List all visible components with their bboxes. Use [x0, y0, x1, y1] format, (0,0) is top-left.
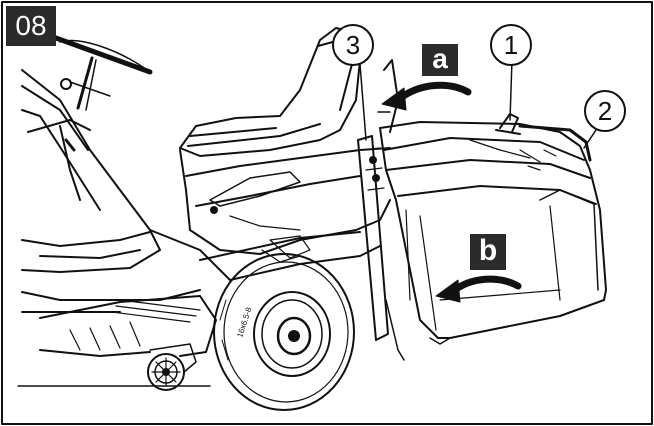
wheel-size-label: 16x6.5-8 [235, 306, 253, 339]
callout-3: 3 [332, 24, 374, 66]
collector-handle [495, 113, 521, 135]
latch-bracket [357, 135, 405, 361]
rotation-arrow-a [381, 81, 472, 111]
leader-line-1 [509, 59, 513, 121]
leader-line-3 [359, 63, 367, 141]
rotation-arrow-b [435, 275, 522, 303]
front-caster-wheel [147, 343, 197, 391]
arrow-label-b: b [470, 234, 506, 270]
side-frame [149, 147, 391, 281]
rear-wheel [213, 253, 355, 411]
mower-deck [39, 295, 217, 357]
callout-2: 2 [584, 90, 626, 132]
grass-collector [379, 121, 607, 345]
front-body [21, 69, 201, 313]
callout-1: 1 [490, 24, 532, 66]
arrow-label-a: a [422, 44, 458, 76]
steering-wheel [53, 35, 153, 111]
release-lever [377, 59, 399, 133]
step-number-badge: 08 [6, 6, 56, 46]
